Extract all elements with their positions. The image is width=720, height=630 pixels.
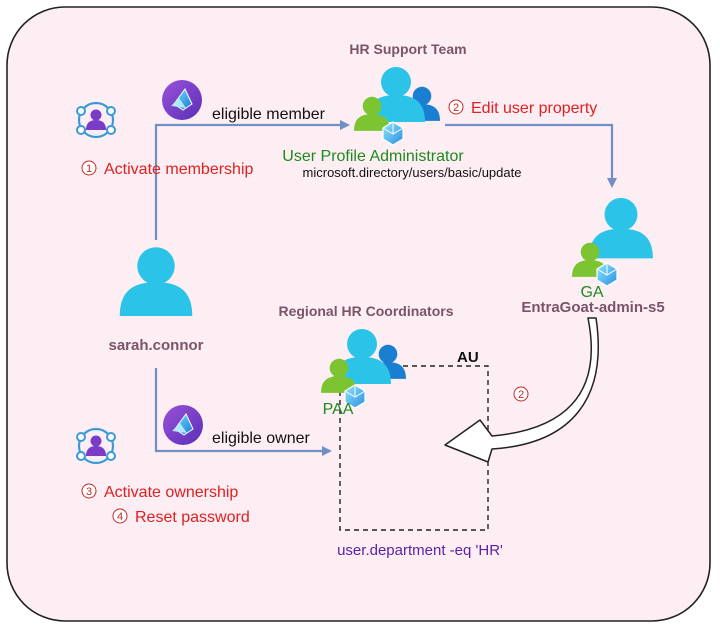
eligible-member-label: eligible member	[212, 106, 326, 123]
step2-label: Edit user property	[471, 100, 597, 117]
step4-label: Reset password	[135, 509, 250, 526]
diagram-frame	[6, 6, 711, 622]
edit-property-arrow	[445, 123, 617, 188]
eligible-owner-arrow	[154, 368, 332, 456]
regional-hr-label: Regional HR Coordinators	[278, 303, 453, 319]
step1-label: Activate membership	[104, 161, 253, 178]
upa-role-label: User Profile Administrator	[282, 148, 464, 165]
target-user-label: EntraGoat-admin-s5	[521, 299, 664, 316]
ga-role-label: GA	[580, 284, 603, 301]
entra-group-icon-owner	[162, 404, 204, 446]
au-rule-label: user.department -eq 'HR'	[337, 542, 503, 559]
step2-badge	[448, 99, 464, 115]
step4-badge	[112, 508, 128, 524]
eligible-owner-label: eligible owner	[212, 430, 311, 447]
step2-number: 2	[453, 102, 459, 114]
step3-number: 3	[86, 486, 92, 498]
step1-number: 1	[86, 163, 92, 175]
step3-badge	[81, 483, 97, 499]
step1-badge	[81, 160, 97, 176]
step2b-number: 2	[518, 389, 524, 401]
upa-permission-label: microsoft.directory/users/basic/update	[303, 165, 522, 180]
eligible-member-arrow	[154, 120, 350, 240]
entra-group-icon-member	[161, 79, 203, 121]
ga-to-au-curved-arrow	[444, 317, 599, 463]
step2b-badge	[513, 386, 529, 402]
step3-label: Activate ownership	[104, 484, 238, 501]
step4-number: 4	[117, 511, 123, 523]
paa-role-label: PAA	[323, 401, 354, 418]
attacker-user-label: sarah.connor	[108, 337, 203, 354]
au-label: AU	[457, 349, 479, 366]
hr-support-team-label: HR Support Team	[349, 41, 466, 57]
